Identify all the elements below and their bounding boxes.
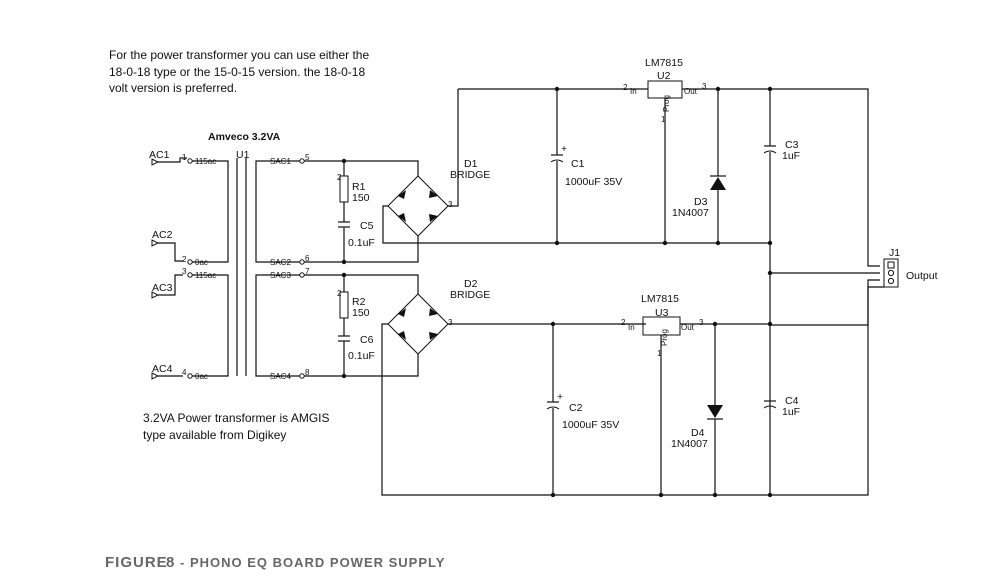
u3-part: LM7815: [641, 293, 679, 305]
ac3-label: AC3: [152, 282, 173, 294]
ac1-label: AC1: [149, 149, 170, 161]
top-note: For the power transformer you can use ei…: [109, 48, 369, 95]
r2-ref: R2: [352, 296, 366, 308]
upper-rectifier: R1 150 2 C5 0.1uF D1 BRIDGE 3: [304, 89, 770, 265]
svg-text:Prog: Prog: [660, 329, 669, 346]
j1-connector: [883, 258, 899, 288]
caption-figure-word: FIGURE: [105, 554, 168, 571]
c2-ref: C2: [569, 402, 583, 414]
c2-value: 1000uF 35V: [562, 419, 619, 431]
transformer-ref: U1: [236, 149, 250, 161]
ac2-wire: [158, 242, 183, 262]
svg-text:+: +: [557, 391, 563, 403]
ac3-wire: [158, 274, 183, 296]
svg-text:1: 1: [661, 115, 666, 124]
svg-text:1: 1: [657, 349, 662, 358]
c5-value: 0.1uF: [348, 237, 375, 249]
secondary-pin-7: 7: [305, 267, 310, 276]
d1-ref: D1: [464, 158, 478, 170]
svg-text:3: 3: [448, 200, 453, 209]
c4-value: 1uF: [782, 406, 800, 418]
c6-ref: C6: [360, 334, 374, 346]
j1-ref: J1: [889, 247, 900, 259]
bottom-note: 3.2VA Power transformer is AMGIS type av…: [143, 411, 330, 442]
ac1-port-icon: [151, 158, 160, 166]
c5-ref: C5: [360, 220, 374, 232]
ac3-port-icon: [151, 291, 160, 299]
d3-part: 1N4007: [672, 207, 709, 219]
ac4-label: AC4: [152, 363, 173, 375]
c3-value: 1uF: [782, 150, 800, 162]
svg-text:In: In: [630, 87, 637, 96]
transformer-title: Amveco 3.2VA: [208, 131, 281, 143]
secondary-label-2: SAC2: [270, 258, 291, 267]
bridge-d2: [387, 293, 449, 355]
top-note-line-2: 18-0-18 type or the 15-0-15 version. the…: [109, 65, 365, 79]
j1-label: Output: [906, 270, 938, 282]
top-note-line-3: volt version is preferred.: [109, 81, 237, 95]
u2-ref: U2: [657, 70, 671, 82]
secondary-label-1: SAC1: [270, 157, 291, 166]
bridge-d1: [387, 175, 449, 237]
c6-value: 0.1uF: [348, 350, 375, 362]
ac4-port-icon: [151, 372, 160, 380]
svg-text:3: 3: [702, 82, 707, 91]
lower-regulator: + C2 1000uF 35V LM7815 U3 2 In Out 3 1 P…: [546, 293, 800, 498]
d4-ref: D4: [691, 427, 705, 439]
svg-text:+: +: [561, 143, 567, 155]
d1-type: BRIDGE: [450, 169, 490, 181]
primary-pin-4: 4: [182, 368, 187, 377]
output-connector-j1: J1 Output: [767, 88, 938, 326]
upper-regulator: + C1 1000uF 35V LM7815 U2 2 In Out 3 1 P…: [458, 57, 800, 495]
transformer-u1: Amveco 3.2VA U1 AC1 AC2 AC3 AC4 1 2 3 4 …: [149, 131, 310, 381]
u3-ref: U3: [655, 307, 669, 319]
lower-rectifier: R2 150 2 C6 0.1uF D2 BRIDGE 3: [304, 272, 884, 496]
top-note-line-1: For the power transformer you can use ei…: [109, 48, 369, 62]
caption-figure-number: 8: [166, 554, 175, 571]
d3-ref: D3: [694, 196, 708, 208]
c4-ref: C4: [785, 395, 799, 407]
secondary-pin-8: 8: [305, 368, 310, 377]
r1-value: 150: [352, 192, 370, 204]
d4-part: 1N4007: [671, 438, 708, 450]
d4-diode: [707, 405, 723, 418]
secondary-label-3: SAC3: [270, 271, 291, 280]
svg-text:3: 3: [699, 318, 704, 327]
svg-text:2: 2: [337, 173, 342, 182]
d2-ref: D2: [464, 278, 478, 290]
svg-text:Out: Out: [681, 323, 695, 332]
primary-pin-1: 1: [182, 153, 187, 162]
svg-text:3: 3: [448, 318, 453, 327]
ac2-label: AC2: [152, 229, 173, 241]
secondary-pin-6: 6: [305, 254, 310, 263]
svg-text:2: 2: [337, 289, 342, 298]
r1-ref: R1: [352, 181, 366, 193]
secondary-label-4: SAC4: [270, 372, 291, 381]
svg-text:2: 2: [621, 318, 626, 327]
c1-value: 1000uF 35V: [565, 176, 622, 188]
figure-caption: FIGURE 8 - PHONO EQ BOARD POWER SUPPLY: [105, 554, 445, 571]
r2-value: 150: [352, 307, 370, 319]
svg-text:Out: Out: [684, 87, 698, 96]
d2-type: BRIDGE: [450, 289, 490, 301]
c1-ref: C1: [571, 158, 585, 170]
ac1-wire: [158, 157, 187, 163]
bottom-note-line-1: 3.2VA Power transformer is AMGIS: [143, 411, 330, 425]
primary-pin-3: 3: [182, 267, 187, 276]
c3-ref: C3: [785, 139, 799, 151]
caption-title: - PHONO EQ BOARD POWER SUPPLY: [180, 555, 445, 570]
bottom-note-line-2: type available from Digikey: [143, 428, 286, 442]
ac2-port-icon: [151, 239, 160, 247]
u2-part: LM7815: [645, 57, 683, 69]
primary-pin-2: 2: [182, 255, 187, 264]
svg-text:2: 2: [623, 83, 628, 92]
svg-text:Prog: Prog: [662, 95, 671, 112]
svg-text:In: In: [628, 323, 635, 332]
secondary-pin-5: 5: [305, 153, 310, 162]
